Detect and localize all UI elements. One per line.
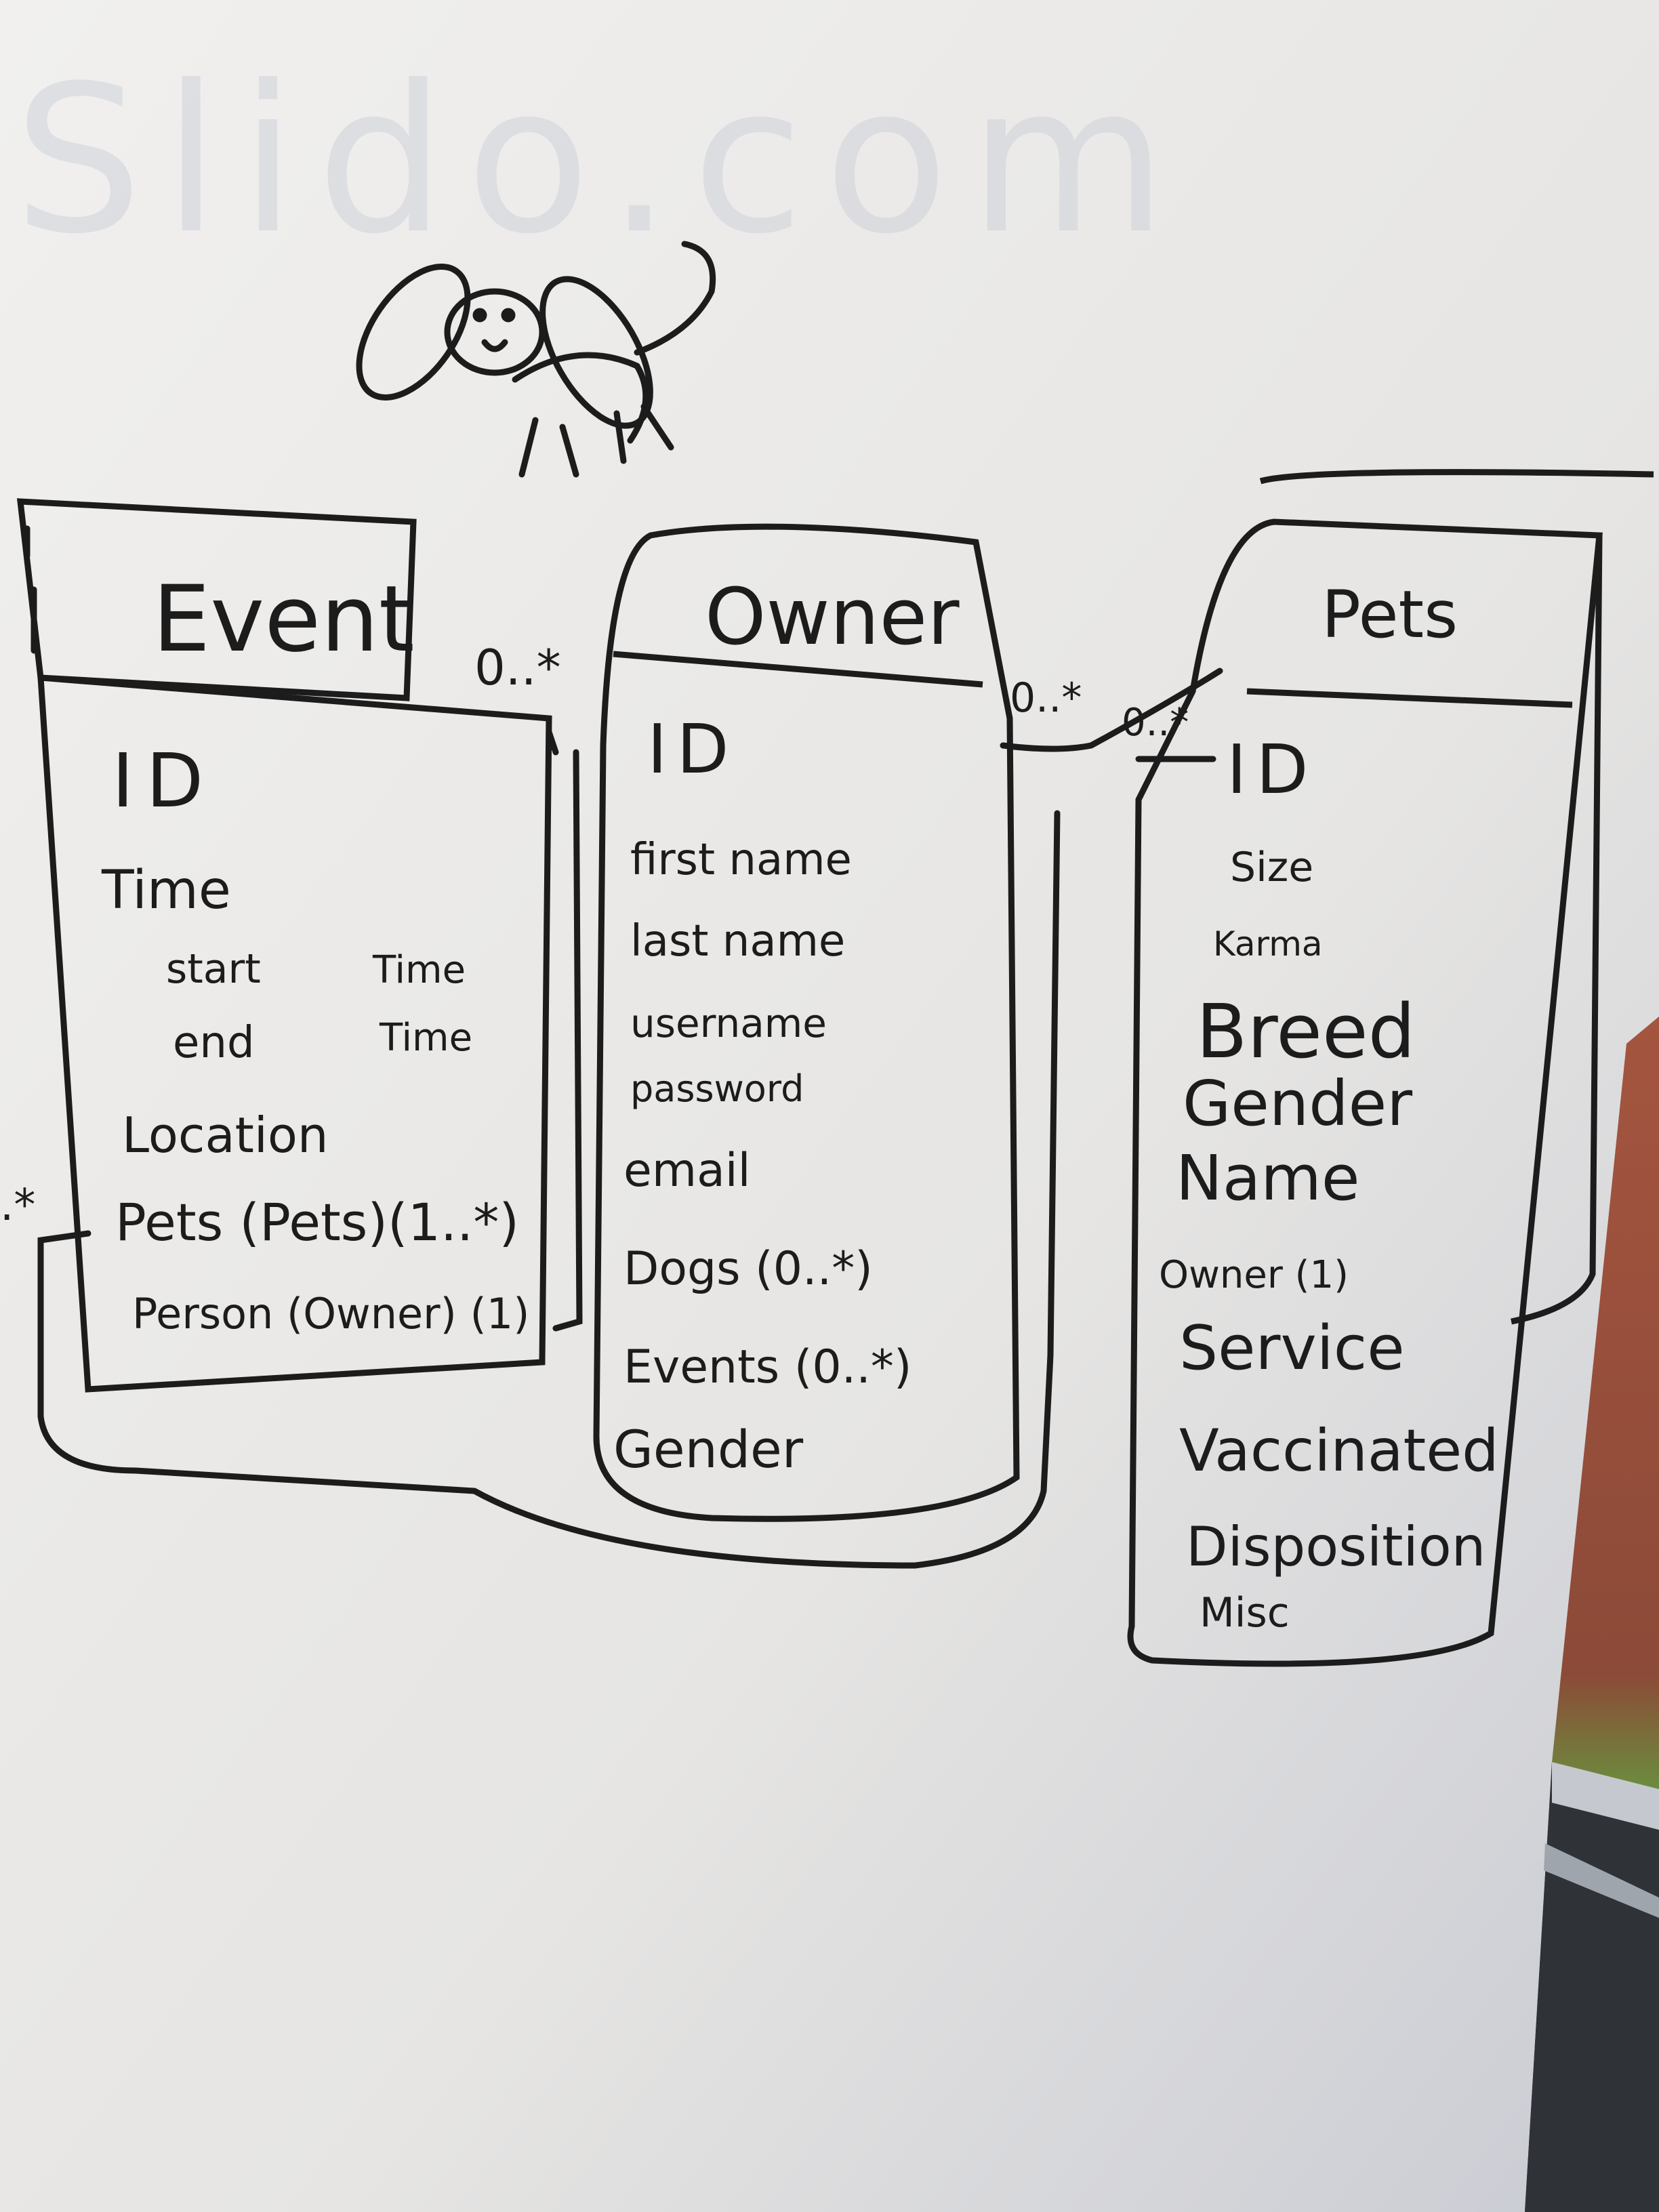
owner-attr-id: ID xyxy=(647,710,739,789)
relationship-lines xyxy=(24,525,1223,1569)
owner-attribute-list: ID first name last name username passwor… xyxy=(613,710,912,1479)
owner-attr-events: Events (0..*) xyxy=(623,1340,912,1394)
owner-attr-password: password xyxy=(630,1067,804,1110)
pets-attr-vaccinated: Vaccinated xyxy=(1179,1417,1499,1485)
pets-header-divider xyxy=(1246,688,1573,708)
event-loop-connector xyxy=(37,810,1061,1569)
pets-attr-size: Size xyxy=(1230,844,1313,891)
pets-back-box xyxy=(1259,469,1654,1325)
event-attr-location: Location xyxy=(122,1107,329,1164)
event-attr-time: Time xyxy=(101,860,231,921)
event-attr-end: end xyxy=(173,1018,255,1068)
event-attr-pets: Pets (Pets)(1..*) xyxy=(115,1192,519,1252)
mult-pets-owner: 0..* xyxy=(1122,701,1189,745)
event-title: Event xyxy=(152,566,415,672)
owner-attr-username: username xyxy=(630,1000,827,1046)
pets-attribute-list: ID Size Karma Breed Gender Name Owner (1… xyxy=(1159,730,1499,1637)
event-attribute-list: ID Time start Time end Time Location Pet… xyxy=(101,737,529,1338)
event-attr-start: start xyxy=(166,945,261,993)
owner-attr-dogs: Dogs (0..*) xyxy=(623,1242,873,1296)
mult-event-loop: .* xyxy=(0,1181,35,1231)
owner-header-divider xyxy=(613,651,983,688)
event-left-bracket xyxy=(24,525,37,654)
pets-title: Pets xyxy=(1322,577,1458,653)
pets-attr-name: Name xyxy=(1176,1142,1359,1214)
event-owner-connector xyxy=(546,729,583,1332)
event-attr-start-type: Time xyxy=(372,948,466,992)
multiplicity-labels: 0..* 0..* 0..* .* xyxy=(0,639,1189,1231)
event-entity: Event ID Time start Time end Time Locati… xyxy=(16,498,552,1393)
pets-attr-karma: Karma xyxy=(1213,924,1323,964)
event-attr-person: Person (Owner) (1) xyxy=(132,1289,529,1338)
owner-attr-last-name: last name xyxy=(630,916,845,966)
ghost-text: Slido.com xyxy=(14,42,1187,279)
owner-attr-email: email xyxy=(623,1144,751,1197)
pets-attr-disposition: Disposition xyxy=(1186,1515,1486,1578)
pets-attr-id: ID xyxy=(1227,730,1318,809)
owner-attr-first-name: first name xyxy=(630,835,852,885)
pets-entity: Pets ID Size Karma Breed Gender Name Own… xyxy=(1127,469,1654,1667)
owner-box xyxy=(593,523,1020,1522)
event-body-box xyxy=(37,674,552,1393)
owner-title: Owner xyxy=(705,572,960,663)
pets-box xyxy=(1127,518,1603,1667)
pets-attr-service: Service xyxy=(1179,1313,1405,1384)
owner-attr-gender: Gender xyxy=(613,1419,804,1479)
owner-pets-connector xyxy=(1000,668,1223,752)
pets-attr-misc: Misc xyxy=(1200,1589,1290,1637)
window-background xyxy=(1525,1017,1659,2212)
pets-attr-owner: Owner (1) xyxy=(1159,1253,1349,1297)
dog-doodle xyxy=(356,241,716,478)
pets-attr-gender: Gender xyxy=(1183,1067,1412,1140)
event-attr-end-type: Time xyxy=(379,1016,472,1060)
mult-owner-pets: 0..* xyxy=(1010,674,1082,722)
pets-attr-breed: Breed xyxy=(1196,988,1415,1075)
event-attr-id: ID xyxy=(112,737,216,824)
owner-entity: Owner ID first name last name username p… xyxy=(593,523,1020,1522)
mult-event-owner: 0..* xyxy=(474,639,561,696)
